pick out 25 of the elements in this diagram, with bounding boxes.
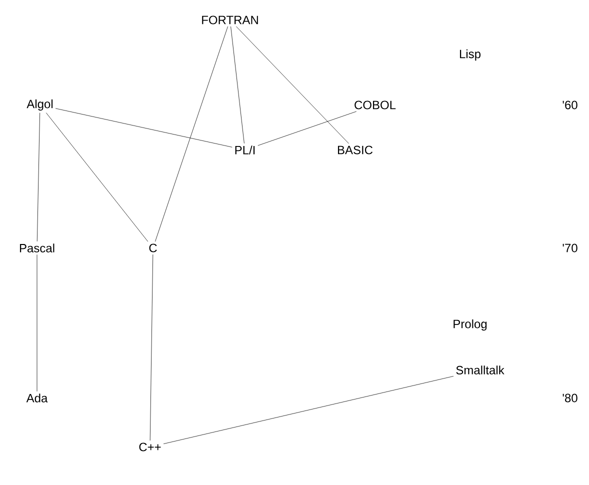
connector-line — [154, 26, 228, 242]
connector-line — [150, 254, 154, 441]
language-label: Ada — [26, 394, 48, 402]
connector-line — [163, 376, 454, 444]
language-label: BASIC — [338, 146, 373, 154]
connector-line — [258, 111, 357, 146]
language-label: PL/I — [235, 146, 255, 154]
language-label: COBOL — [354, 100, 396, 110]
language-label: Lisp — [460, 49, 480, 61]
connector-line — [236, 26, 349, 144]
language-label: Prolog — [454, 319, 487, 331]
decade-label: '80 — [562, 394, 578, 402]
connector-line — [46, 112, 148, 242]
connector-line — [55, 108, 232, 148]
language-label: Pascal — [20, 244, 54, 252]
connector-line — [36, 112, 40, 242]
decade-label: '70 — [562, 244, 578, 252]
language-label: Algol — [26, 99, 53, 111]
language-label: FORTRAN — [202, 16, 258, 24]
language-label: Smalltalk — [456, 366, 504, 374]
decade-label: '60 — [562, 100, 578, 110]
connector-line — [36, 254, 38, 392]
language-label: C++ — [139, 442, 161, 452]
connector-line — [230, 26, 244, 144]
language-label: C — [149, 244, 157, 252]
